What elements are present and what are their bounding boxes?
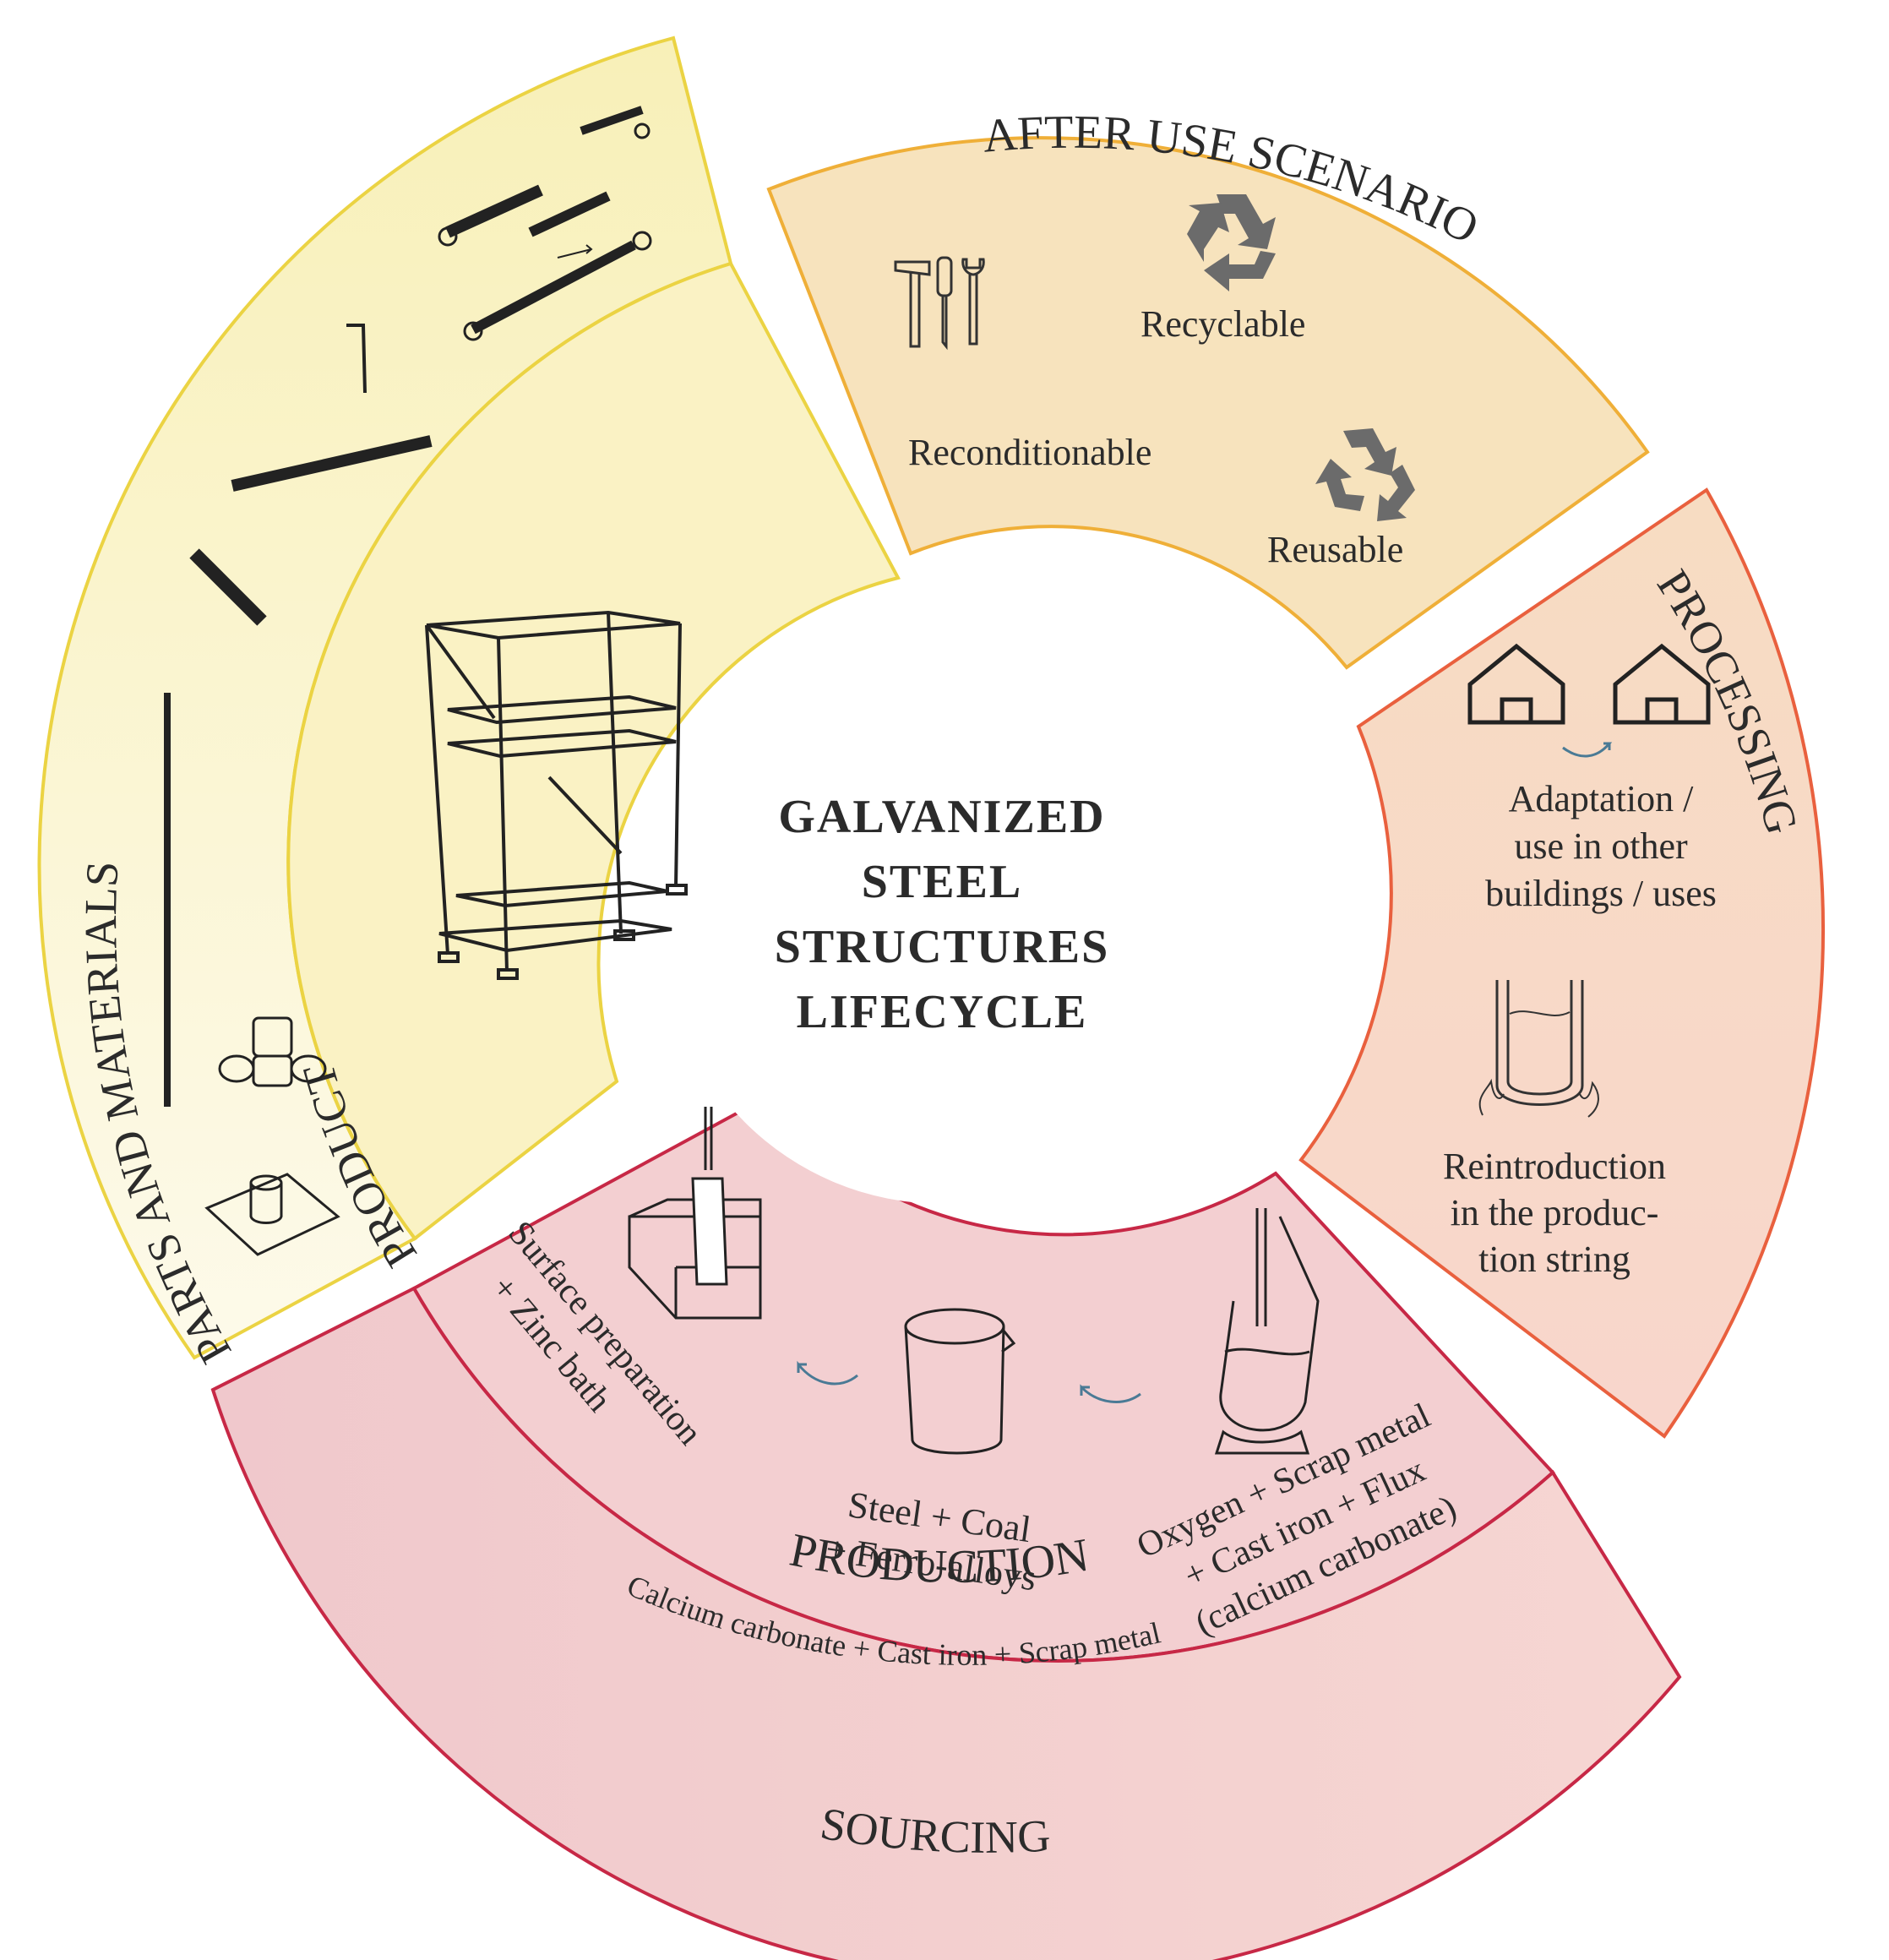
- house-icon-2: [1613, 643, 1711, 725]
- processing-segment: [1298, 487, 1826, 1439]
- reusable-label: Reusable: [1267, 529, 1403, 570]
- recycle-icon: [1187, 194, 1276, 291]
- parts-icons: [164, 106, 652, 1256]
- center-circle: [663, 646, 1221, 1204]
- long-bar-icon: [231, 435, 433, 492]
- zinc-bath-icon: [628, 1107, 762, 1320]
- center-title-line-4: LIFECYCLE: [797, 986, 1088, 1038]
- base-plate-icon: [204, 1173, 340, 1256]
- arrow-icon-2: [797, 1360, 858, 1386]
- arrow-icon-3: [1080, 1384, 1141, 1403]
- reintroduction-line-2: in the produc-: [1451, 1192, 1659, 1233]
- adaptation-line-2: use in other: [1514, 825, 1688, 867]
- adaptation-line-1: Adaptation /: [1509, 778, 1695, 819]
- scaffold-icon: [425, 610, 688, 980]
- sourcing-segment: [210, 1286, 1682, 1960]
- l-key-icon: [346, 324, 367, 394]
- reuse-icon: [1315, 428, 1415, 521]
- perforated-tube-icon: [438, 106, 652, 341]
- center-title: GALVANIZED STEEL STRUCTURES LIFECYCLE: [775, 791, 1110, 1038]
- center-title-line-2: STEEL: [862, 856, 1023, 908]
- center-title-line-1: GALVANIZED: [778, 791, 1105, 843]
- reintroduction-line-3: tion string: [1478, 1239, 1630, 1280]
- crucible-icon: [1478, 980, 1599, 1118]
- tools-icon: [894, 256, 985, 351]
- after-use-segment: [766, 136, 1650, 670]
- connector-icon: [218, 1016, 327, 1087]
- ladle-icon: [904, 1308, 1016, 1455]
- product-segment: [286, 261, 901, 1241]
- reconditionable-label: Reconditionable: [908, 432, 1151, 473]
- adaptation-line-3: buildings / uses: [1485, 873, 1717, 914]
- center-title-line-3: STRUCTURES: [775, 921, 1110, 973]
- arrow-icon: [1562, 742, 1613, 758]
- recyclable-label: Recyclable: [1140, 303, 1305, 345]
- short-tube-icon: [189, 548, 267, 626]
- reintroduction-line-1: Reintroduction: [1443, 1146, 1666, 1187]
- converter-icon: [1214, 1208, 1320, 1455]
- house-icon: [1467, 643, 1565, 725]
